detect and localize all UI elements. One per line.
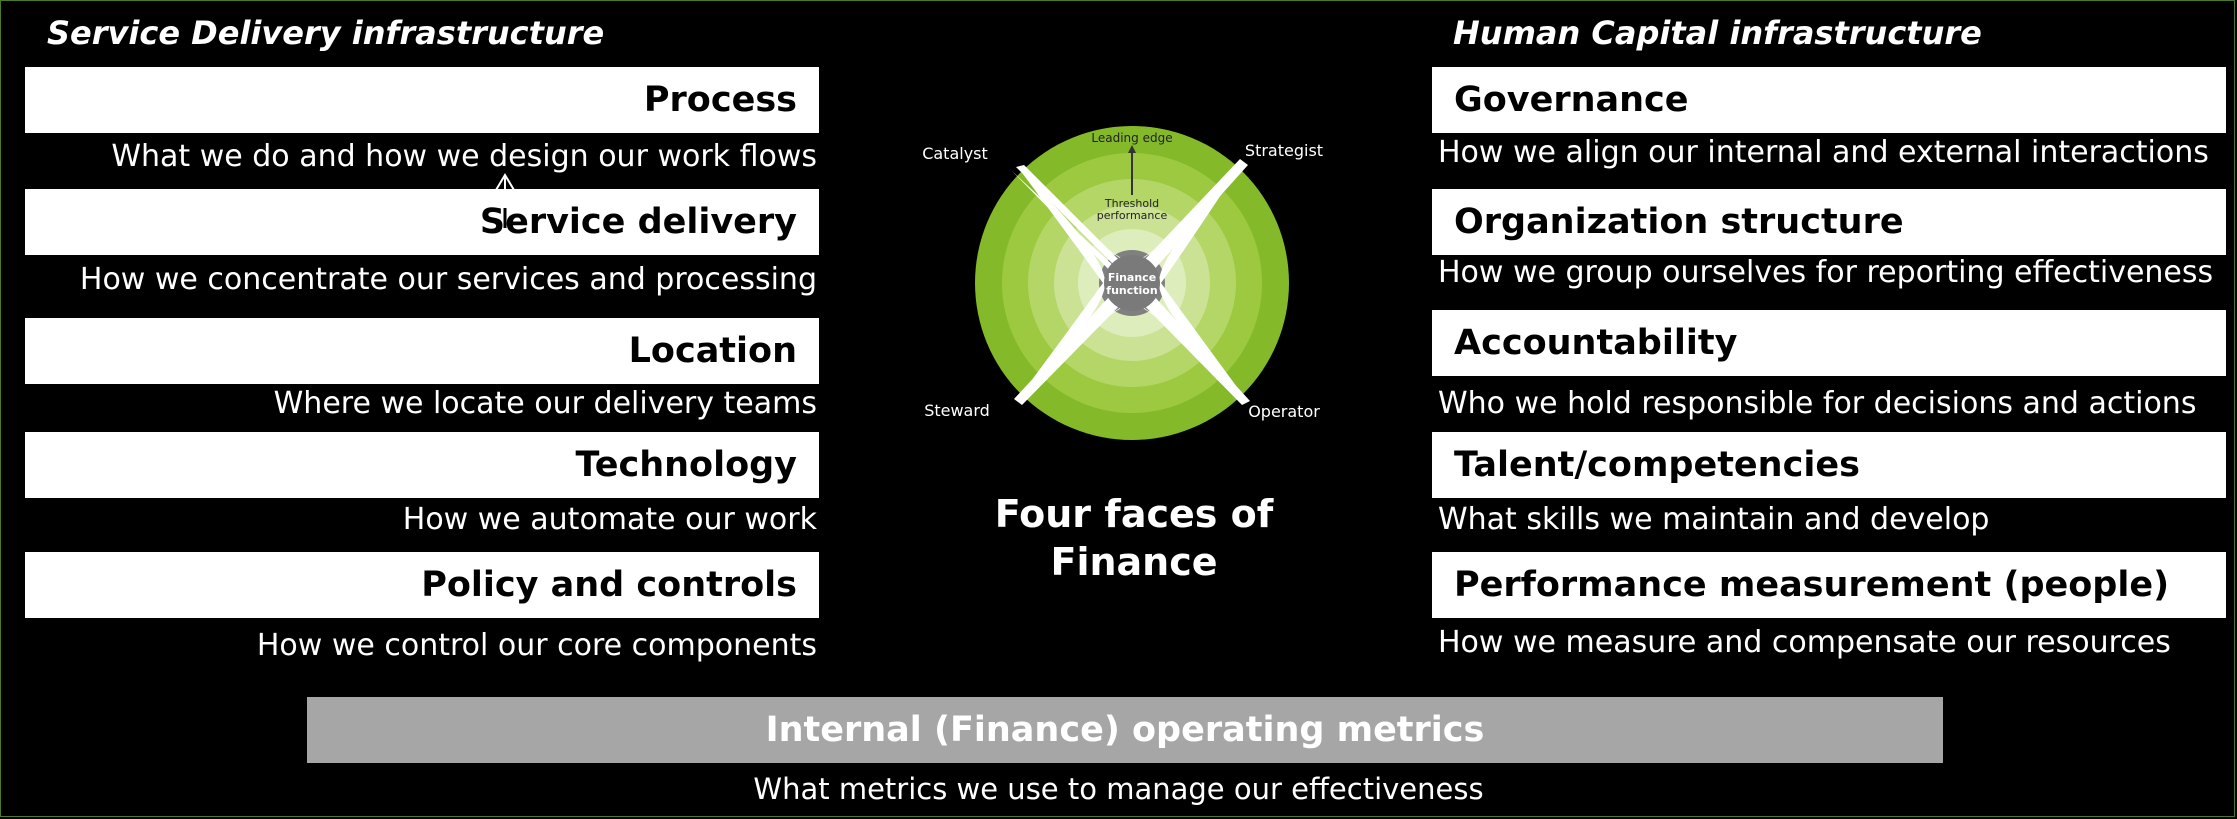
- human-capital-title: Human Capital infrastructure: [1453, 14, 1982, 52]
- organization-structure-desc: How we group ourselves for reporting eff…: [1438, 255, 2214, 290]
- organization-structure-box: Organization structure: [1432, 189, 2226, 255]
- operating-metrics-bar: Internal (Finance) operating metrics: [307, 697, 1943, 763]
- performance-measurement-box: Performance measurement (people): [1432, 552, 2226, 618]
- talent-competencies-desc: What skills we maintain and develop: [1438, 502, 1990, 537]
- accountability-desc: Who we hold responsible for decisions an…: [1438, 386, 2197, 421]
- mouse-cursor-icon: [495, 173, 515, 228]
- technology-box: Technology: [25, 432, 819, 498]
- operator-label: Operator: [1248, 402, 1320, 421]
- threshold-label-2: performance: [1097, 209, 1168, 222]
- steward-label: Steward: [924, 401, 990, 420]
- caption-line-1: Four faces of: [994, 492, 1274, 536]
- finance-label-2: function: [1106, 284, 1157, 297]
- policy-controls-box: Policy and controls: [25, 552, 819, 618]
- service-delivery-box: Service delivery: [25, 189, 819, 255]
- four-faces-caption: Four faces of Finance: [960, 490, 1308, 586]
- operating-metrics-desc: What metrics we use to manage our effect…: [753, 772, 1484, 806]
- service-delivery-title: Service Delivery infrastructure: [47, 14, 605, 52]
- process-desc: What we do and how we design our work fl…: [111, 139, 817, 174]
- location-desc: Where we locate our delivery teams: [273, 386, 817, 421]
- four-faces-diagram: Finance function Leading edge Threshold …: [922, 126, 1323, 440]
- threshold-arrow-head: [1128, 145, 1136, 153]
- governance-box: Governance: [1432, 67, 2226, 133]
- performance-measurement-desc: How we measure and compensate our resour…: [1438, 625, 2171, 660]
- strategist-label: Strategist: [1245, 141, 1323, 160]
- catalyst-label: Catalyst: [922, 144, 988, 163]
- caption-line-2: Finance: [1050, 540, 1218, 584]
- technology-desc: How we automate our work: [402, 502, 817, 537]
- accountability-box: Accountability: [1432, 310, 2226, 376]
- talent-competencies-box: Talent/competencies: [1432, 432, 2226, 498]
- threshold-label-1: Threshold: [1104, 197, 1159, 210]
- policy-controls-desc: How we control our core components: [256, 628, 817, 663]
- leading-edge-label: Leading edge: [1091, 131, 1172, 145]
- location-box: Location: [25, 318, 819, 384]
- governance-desc: How we align our internal and external i…: [1438, 135, 2209, 170]
- finance-core-inner: [1104, 255, 1160, 311]
- process-box: Process: [25, 67, 819, 133]
- finance-label-1: Finance: [1108, 271, 1156, 284]
- service-delivery-desc: How we concentrate our services and proc…: [79, 262, 817, 297]
